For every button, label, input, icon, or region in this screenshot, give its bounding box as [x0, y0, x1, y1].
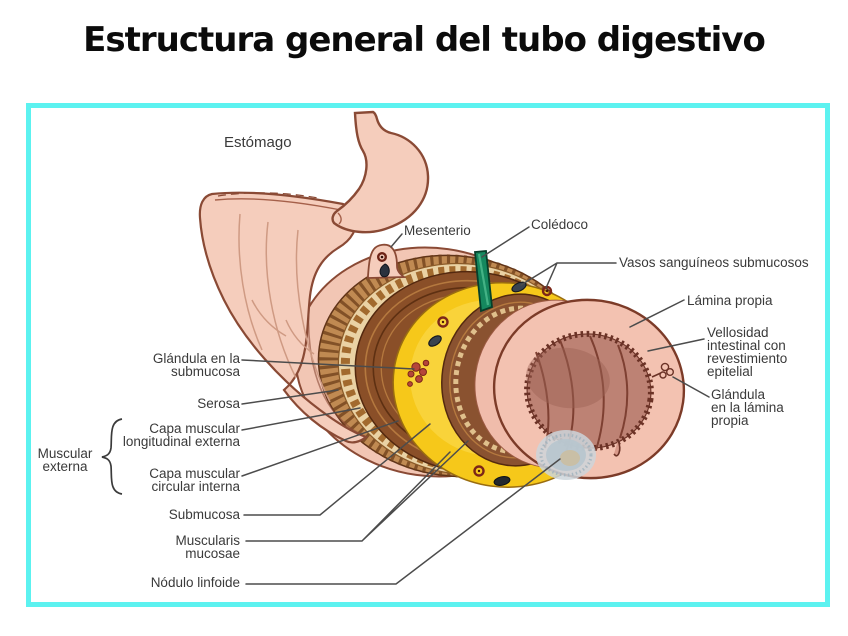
- funnel-creases: [238, 213, 331, 403]
- intestinal-funnel: [198, 191, 369, 444]
- lymphoid-nodule-shape: [536, 430, 596, 480]
- label-coledoco: Colédoco: [531, 217, 589, 232]
- lamina-propria-gland-shape: [651, 362, 675, 379]
- stomach-shape: [331, 110, 430, 234]
- slide-title: Estructura general del tubo digestivo: [83, 20, 766, 60]
- label-glandula-submucosa: Glándula en la submucosa: [152, 351, 240, 379]
- muscular-externa-brace: [101, 418, 123, 495]
- digestive-tube-illustration: [101, 110, 710, 585]
- label-vellosidad-intestinal: Vellosidad intestinal con revestimiento …: [707, 325, 788, 379]
- label-nodulo-linfoide: Nódulo linfoide: [150, 575, 240, 590]
- figure-frame: [26, 103, 830, 607]
- intestine-tube: [294, 246, 686, 488]
- hanging-villus: [613, 439, 621, 457]
- label-submucosa: Submucosa: [168, 507, 240, 522]
- coledoco-duct: [474, 250, 493, 313]
- label-vasos-sanguineos: Vasos sanguíneos submucosos: [619, 255, 809, 270]
- label-capa-circular: Capa muscular circular interna: [149, 466, 240, 494]
- label-glandula-lamina-propia: Glándula en la lámina propia: [711, 387, 784, 428]
- leader-lines: [241, 226, 710, 585]
- label-muscular-externa: Muscular externa: [37, 446, 93, 474]
- label-estomago: Estómago: [224, 134, 292, 151]
- mesentery-stalk: [367, 243, 407, 279]
- label-mesenterio: Mesenterio: [404, 223, 471, 238]
- label-capa-longitudinal: Capa muscular longitudinal externa: [122, 421, 240, 449]
- label-lamina-propia: Lámina propia: [687, 293, 773, 308]
- label-muscularis-mucosae: Muscularis mucosae: [175, 533, 240, 561]
- label-serosa: Serosa: [197, 396, 240, 411]
